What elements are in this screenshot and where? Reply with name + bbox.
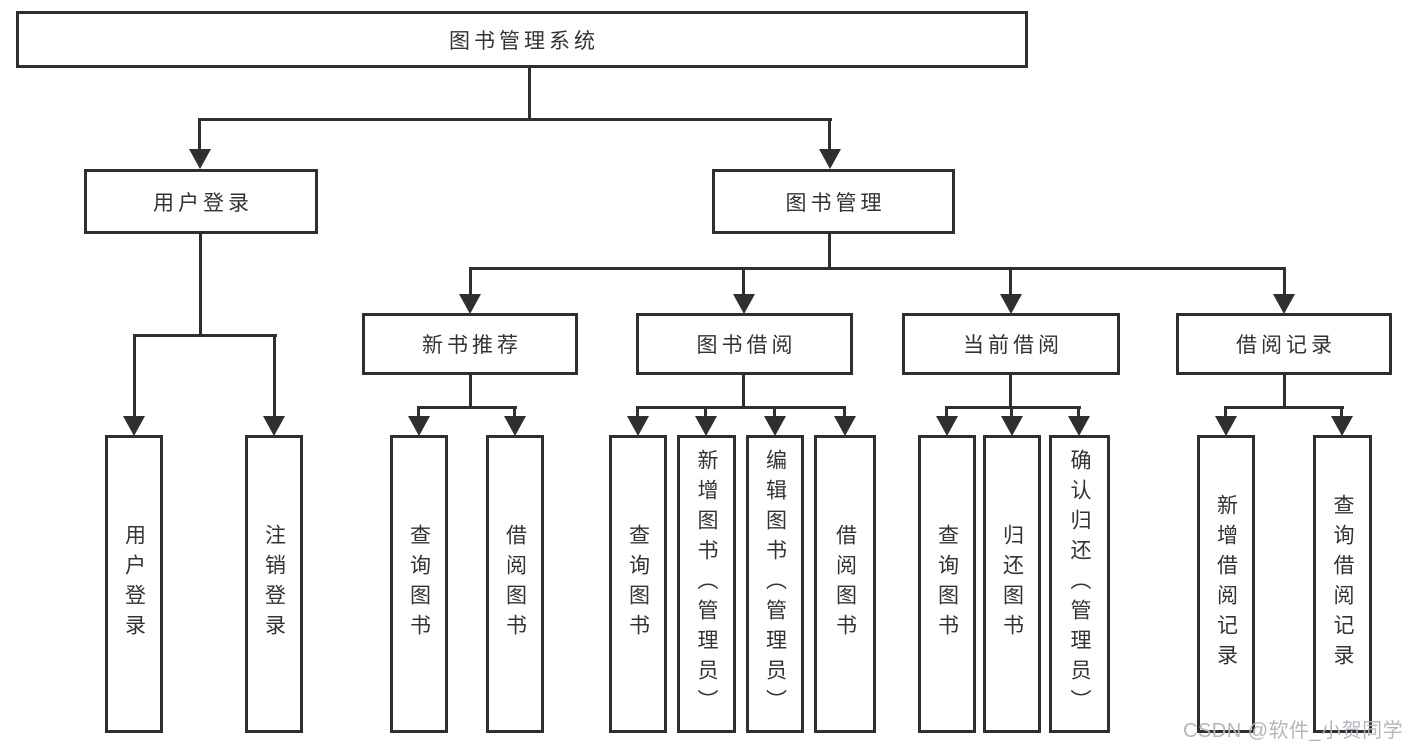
connector-line bbox=[945, 406, 1081, 409]
connector-line bbox=[469, 267, 472, 296]
leaf-add-borrow-record: 新增借阅记录 bbox=[1197, 435, 1255, 733]
connector-line bbox=[133, 334, 277, 337]
arrow-down-icon bbox=[834, 416, 856, 436]
connector-line bbox=[773, 406, 776, 418]
node-book-management-label: 图书管理 bbox=[785, 191, 886, 215]
arrow-down-icon bbox=[819, 149, 841, 169]
arrow-down-icon bbox=[1000, 294, 1022, 314]
connector-line bbox=[1010, 406, 1013, 418]
leaf-logout-label: 注销登录 bbox=[262, 524, 286, 644]
arrow-down-icon bbox=[1273, 294, 1295, 314]
connector-line bbox=[198, 118, 832, 121]
leaf-current-query-books: 查询图书 bbox=[918, 435, 976, 733]
node-borrow-records-label: 借阅记录 bbox=[1236, 334, 1336, 357]
leaf-return-books: 归还图书 bbox=[983, 435, 1041, 733]
connector-line bbox=[513, 406, 516, 418]
arrow-down-icon bbox=[459, 294, 481, 314]
leaf-recommend-query-books: 查询图书 bbox=[390, 435, 448, 733]
leaf-query-borrow-record-label: 查询借阅记录 bbox=[1331, 494, 1354, 674]
node-user-login: 用户登录 bbox=[84, 169, 318, 234]
leaf-edit-books-admin-label: 编辑图书（管理员） bbox=[763, 449, 787, 719]
leaf-confirm-return-admin-label: 确认归还（管理员） bbox=[1068, 449, 1091, 719]
connector-line bbox=[199, 234, 202, 336]
arrow-down-icon bbox=[504, 416, 526, 436]
connector-line bbox=[945, 406, 948, 418]
leaf-add-books-admin: 新增图书（管理员） bbox=[677, 435, 736, 733]
leaf-confirm-return-admin: 确认归还（管理员） bbox=[1049, 435, 1110, 733]
node-borrow-records: 借阅记录 bbox=[1176, 313, 1392, 375]
arrow-down-icon bbox=[189, 149, 211, 169]
arrow-down-icon bbox=[627, 416, 649, 436]
leaf-add-borrow-record-label: 新增借阅记录 bbox=[1214, 494, 1238, 674]
arrow-down-icon bbox=[1331, 416, 1353, 436]
node-current-borrow: 当前借阅 bbox=[902, 313, 1120, 375]
leaf-user-login-label: 用户登录 bbox=[122, 524, 146, 644]
leaf-return-books-label: 归还图书 bbox=[1000, 524, 1024, 644]
leaf-recommend-borrow-books-label: 借阅图书 bbox=[503, 524, 527, 644]
node-new-book-recommend: 新书推荐 bbox=[362, 313, 578, 375]
connector-line bbox=[417, 406, 517, 409]
leaf-borrow-borrow-books: 借阅图书 bbox=[814, 435, 876, 733]
connector-line bbox=[636, 406, 846, 409]
node-book-management: 图书管理 bbox=[712, 169, 955, 234]
arrow-down-icon bbox=[764, 416, 786, 436]
node-root: 图书管理系统 bbox=[16, 11, 1028, 68]
connector-line bbox=[1009, 375, 1012, 408]
leaf-edit-books-admin: 编辑图书（管理员） bbox=[746, 435, 804, 733]
connector-line bbox=[1224, 406, 1227, 418]
arrow-down-icon bbox=[936, 416, 958, 436]
arrow-down-icon bbox=[1068, 416, 1090, 436]
connector-line bbox=[1009, 267, 1012, 296]
leaf-user-login: 用户登录 bbox=[105, 435, 163, 733]
leaf-add-books-admin-label: 新增图书（管理员） bbox=[695, 449, 718, 719]
connector-line bbox=[273, 334, 276, 418]
node-user-login-label: 用户登录 bbox=[153, 191, 253, 215]
node-current-borrow-label: 当前借阅 bbox=[963, 334, 1063, 357]
arrow-down-icon bbox=[263, 416, 285, 436]
arrow-down-icon bbox=[123, 416, 145, 436]
connector-line bbox=[704, 406, 707, 418]
connector-line bbox=[1340, 406, 1343, 418]
connector-line bbox=[828, 234, 831, 270]
node-book-borrow: 图书借阅 bbox=[636, 313, 853, 375]
connector-line bbox=[1224, 406, 1344, 409]
connector-line bbox=[1283, 375, 1286, 408]
arrow-down-icon bbox=[408, 416, 430, 436]
leaf-current-query-books-label: 查询图书 bbox=[935, 524, 959, 644]
connector-line bbox=[742, 267, 745, 296]
connector-line bbox=[133, 334, 136, 418]
arrow-down-icon bbox=[733, 294, 755, 314]
connector-line bbox=[742, 375, 745, 408]
connector-line bbox=[636, 406, 639, 418]
arrow-down-icon bbox=[1215, 416, 1237, 436]
leaf-borrow-query-books: 查询图书 bbox=[609, 435, 667, 733]
connector-line bbox=[198, 118, 201, 152]
leaf-borrow-query-books-label: 查询图书 bbox=[626, 524, 650, 644]
connector-line bbox=[1283, 267, 1286, 296]
connector-line bbox=[417, 406, 420, 418]
leaf-query-borrow-record: 查询借阅记录 bbox=[1313, 435, 1372, 733]
connector-line bbox=[1077, 406, 1080, 418]
connector-line bbox=[469, 267, 1286, 270]
leaf-recommend-borrow-books: 借阅图书 bbox=[486, 435, 544, 733]
node-book-borrow-label: 图书借阅 bbox=[696, 334, 797, 357]
node-new-book-recommend-label: 新书推荐 bbox=[422, 334, 522, 357]
leaf-borrow-borrow-books-label: 借阅图书 bbox=[833, 524, 857, 644]
connector-line bbox=[828, 118, 831, 152]
arrow-down-icon bbox=[1001, 416, 1023, 436]
node-root-label: 图书管理系统 bbox=[449, 29, 599, 53]
connector-line bbox=[528, 67, 531, 121]
connector-line bbox=[469, 375, 472, 408]
connector-line bbox=[843, 406, 846, 418]
arrow-down-icon bbox=[695, 416, 717, 436]
leaf-recommend-query-books-label: 查询图书 bbox=[407, 524, 431, 644]
leaf-logout: 注销登录 bbox=[245, 435, 303, 733]
watermark: CSDN @软件_小贺同学 bbox=[1183, 720, 1404, 742]
